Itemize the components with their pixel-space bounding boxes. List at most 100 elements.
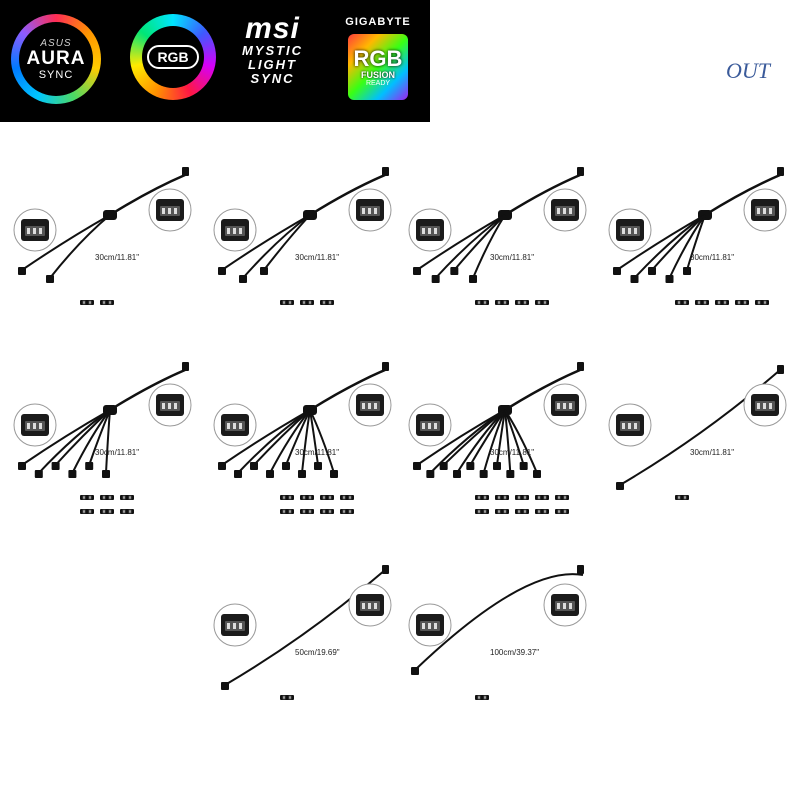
- output-cable: [237, 409, 311, 474]
- output-plug: [85, 462, 94, 470]
- male-connector-closeup-icon: [148, 383, 192, 427]
- pin-adapter-icon: [300, 509, 314, 514]
- input-cable: [704, 173, 781, 217]
- pin-adapter-icon: [320, 300, 334, 305]
- output-cable: [496, 409, 506, 466]
- output-plug: [218, 462, 226, 470]
- output-plug: [34, 470, 43, 478]
- output-plug: [239, 275, 247, 283]
- output-plug: [613, 267, 621, 275]
- input-plug: [777, 365, 784, 374]
- aura-sync-text: SYNC: [38, 68, 74, 81]
- pin-adapter-icon: [300, 495, 314, 500]
- output-plug: [683, 267, 691, 275]
- output-cable: [453, 214, 506, 271]
- pin-adapter-icon: [280, 495, 294, 500]
- output-cable: [301, 409, 311, 474]
- output-cable: [651, 214, 706, 271]
- pin-adapter-icon: [100, 509, 114, 514]
- cable-length-label: 30cm/11.81": [295, 253, 340, 262]
- female-connector-closeup-icon: [408, 208, 452, 252]
- output-cable: [482, 409, 506, 474]
- output-plug: [453, 470, 461, 478]
- output-plug: [221, 682, 229, 690]
- splitter-cable-product-2: [213, 167, 392, 305]
- pin-adapter-icon: [340, 509, 354, 514]
- input-plug: [182, 167, 189, 176]
- rgb-text: RGB: [147, 45, 199, 69]
- pin-adapter-icon: [515, 495, 529, 500]
- aura-text: AURA: [26, 47, 86, 69]
- output-plug: [519, 462, 528, 470]
- cable-length-label: 30cm/11.81": [490, 448, 535, 457]
- input-cable: [504, 368, 581, 412]
- light-text: LIGHT: [248, 57, 297, 72]
- output-plug: [413, 267, 421, 275]
- output-plug: [466, 462, 475, 470]
- input-cable: [504, 173, 581, 217]
- output-cable: [469, 409, 506, 466]
- male-connector-closeup-icon: [348, 188, 392, 232]
- pin-adapter-icon: [695, 300, 709, 305]
- output-plug: [218, 267, 226, 275]
- pin-adapter-icon: [675, 300, 689, 305]
- output-cable: [105, 409, 111, 474]
- female-connector-closeup-icon: [213, 403, 257, 447]
- cable-length-label: 30cm/11.81": [690, 448, 735, 457]
- asus-aura-sync-logo: ASUS AURA SYNC: [11, 14, 101, 104]
- male-connector-closeup-icon: [543, 188, 587, 232]
- msi-text: msi: [245, 12, 300, 45]
- output-cable: [616, 214, 706, 271]
- female-connector-closeup-icon: [13, 208, 57, 252]
- male-connector-closeup-icon: [148, 188, 192, 232]
- output-plug: [630, 275, 639, 283]
- pin-adapter-icon: [535, 495, 549, 500]
- input-plug: [577, 565, 584, 574]
- output-cable: [49, 214, 111, 279]
- output-cable: [88, 409, 111, 466]
- output-plug: [298, 470, 306, 478]
- output-cable: [472, 214, 506, 279]
- splitter-cable-product-6: [213, 362, 392, 514]
- output-cable: [269, 409, 311, 474]
- input-cable: [309, 368, 386, 412]
- cable-length-label: 30cm/11.81": [95, 448, 140, 457]
- female-connector-closeup-icon: [408, 603, 452, 647]
- cable-length-label: 30cm/11.81": [295, 448, 340, 457]
- output-plug: [493, 462, 501, 470]
- giga-rgb-text: RGB: [353, 45, 403, 71]
- pin-adapter-icon: [755, 300, 769, 305]
- output-cable: [309, 409, 335, 474]
- output-cable: [71, 409, 111, 474]
- output-plug: [431, 275, 440, 283]
- input-plug: [382, 565, 389, 574]
- input-cable: [109, 368, 186, 412]
- input-plug: [382, 362, 389, 371]
- output-cable: [504, 409, 512, 474]
- male-connector-closeup-icon: [743, 188, 787, 232]
- female-connector-closeup-icon: [213, 208, 257, 252]
- output-cable: [309, 409, 319, 466]
- pin-adapter-icon: [715, 300, 729, 305]
- splitter-cable-product-4: [608, 167, 787, 305]
- input-plug: [382, 167, 389, 176]
- pin-adapter-icon: [475, 495, 489, 500]
- male-connector-closeup-icon: [348, 383, 392, 427]
- output-plug: [439, 462, 448, 470]
- pin-adapter-icon: [100, 300, 114, 305]
- output-plug: [282, 462, 290, 470]
- male-connector-closeup-icon: [543, 583, 587, 627]
- output-plug: [469, 275, 477, 283]
- output-plug: [330, 470, 338, 478]
- output-cable: [434, 214, 506, 279]
- pin-adapter-icon: [320, 509, 334, 514]
- output-plug: [616, 482, 624, 490]
- fusion-text: FUSION: [360, 69, 395, 80]
- pin-adapter-icon: [495, 300, 509, 305]
- cable-length-label: 30cm/11.81": [490, 253, 535, 262]
- pin-adapter-icon: [495, 495, 509, 500]
- output-cable: [21, 409, 111, 466]
- output-plug: [46, 275, 54, 283]
- cable-length-label: 100cm/39.37": [490, 648, 540, 657]
- output-plug: [234, 470, 242, 478]
